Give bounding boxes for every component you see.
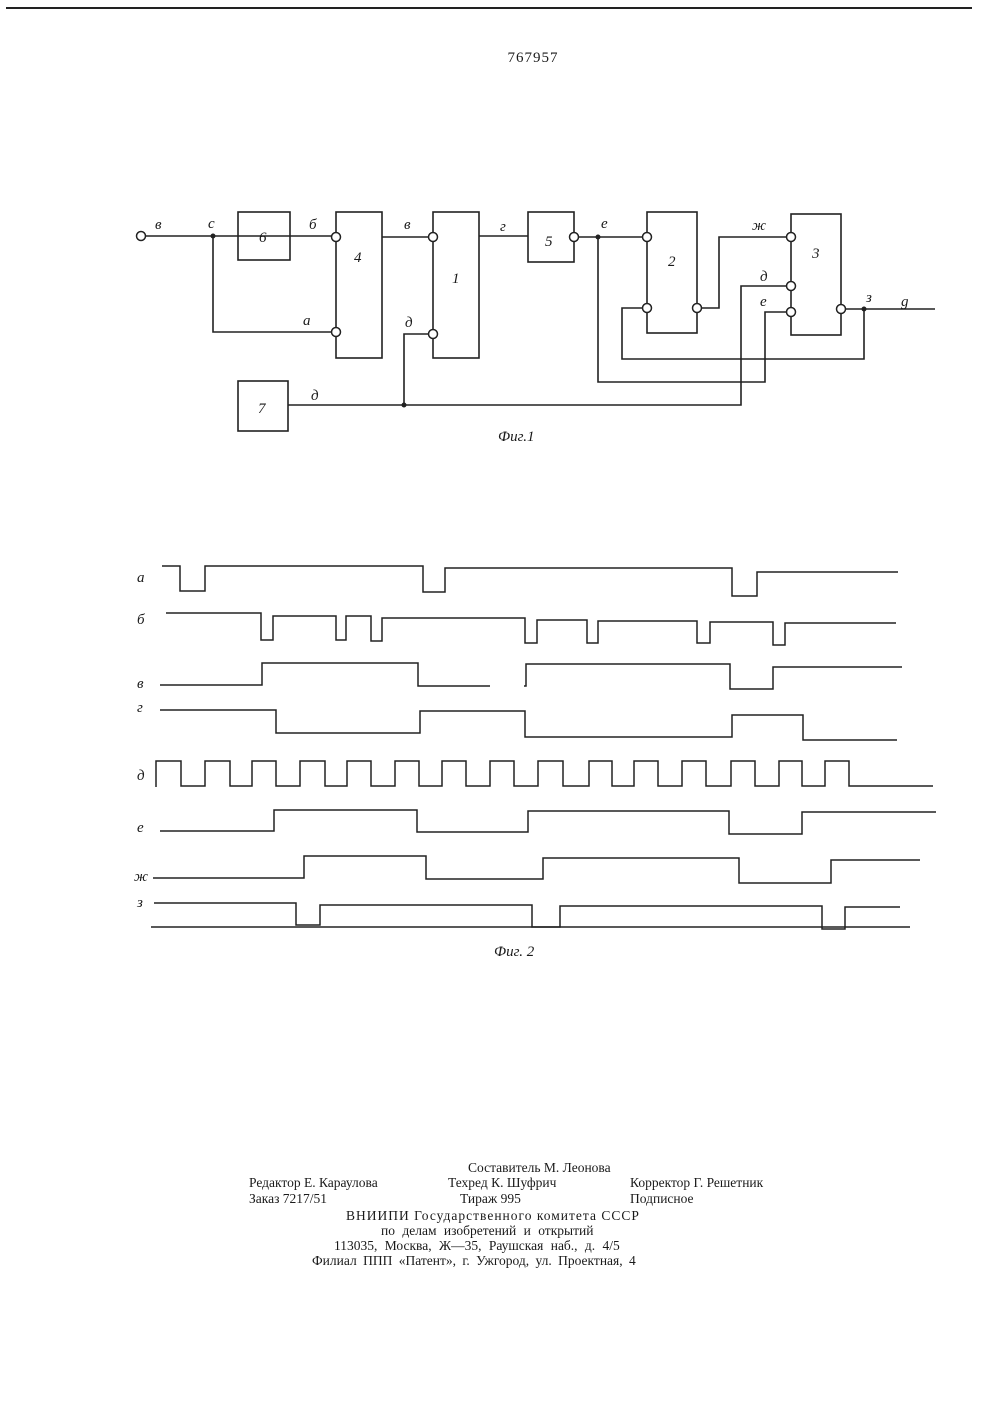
imprint-order: Заказ 7217/51 — [249, 1191, 327, 1207]
label-input: в — [155, 217, 162, 233]
signal-d-label: д — [137, 768, 145, 784]
label-c: с — [208, 216, 215, 232]
wave-zh — [153, 856, 920, 883]
label-d-7: д — [311, 388, 319, 404]
signal-a-label: а — [137, 570, 145, 586]
imprint-org-1: ВНИИПИ Государственного комитета СССР — [346, 1208, 640, 1224]
block-3 — [791, 214, 841, 335]
label-v: в — [404, 217, 411, 233]
label-z: з — [865, 290, 872, 306]
label-e-3: е — [760, 294, 767, 310]
block-7-label: 7 — [258, 401, 267, 417]
block-1-label: 1 — [452, 271, 460, 287]
figure-1-caption: Фиг.1 — [498, 429, 534, 445]
drawing: 6 4 1 5 2 3 7 в с б а в д г е ж д е з g … — [0, 0, 1000, 1000]
wave-v-2 — [524, 664, 902, 689]
wave-d — [156, 761, 933, 787]
label-e: е — [601, 216, 608, 232]
imprint-subscription: Подписное — [630, 1191, 694, 1207]
signal-b-label: б — [137, 612, 145, 628]
block-2-label: 2 — [668, 254, 676, 270]
label-a: а — [303, 313, 311, 329]
wave-e — [160, 810, 936, 834]
label-d-1: д — [405, 315, 413, 331]
wire-d — [288, 286, 791, 405]
wave-v — [160, 663, 490, 686]
block-5-label: 5 — [545, 234, 553, 250]
wave-g — [160, 710, 897, 740]
signal-e-label: е — [137, 820, 144, 836]
label-b: б — [309, 217, 317, 233]
figure-2-caption: Фиг. 2 — [494, 944, 535, 960]
wire-c-a — [213, 236, 336, 332]
imprint-compiler: Составитель М. Леонова — [468, 1160, 611, 1176]
wave-z — [154, 903, 900, 929]
imprint-editor: Редактор Е. Караулова — [249, 1175, 378, 1191]
wire-zh — [697, 237, 791, 308]
label-zh: ж — [752, 218, 766, 234]
imprint-address: 113035, Москва, Ж—35, Раушская наб., д. … — [334, 1238, 620, 1254]
block-6-label: 6 — [259, 230, 267, 246]
imprint-techred: Техред К. Шуфрич — [448, 1175, 556, 1191]
block-3-label: 3 — [811, 246, 820, 262]
label-out: g — [901, 294, 909, 310]
signal-zh-label: ж — [134, 869, 148, 885]
block-4 — [336, 212, 382, 358]
label-g: г — [500, 219, 506, 235]
imprint-corrector: Корректор Г. Решетник — [630, 1175, 763, 1191]
block-2 — [647, 212, 697, 333]
signal-z-label: з — [136, 895, 143, 911]
wave-a — [162, 566, 898, 596]
signal-g-label: г — [137, 700, 143, 716]
block-4-label: 4 — [354, 250, 362, 266]
signal-v-label: в — [137, 676, 144, 692]
imprint-circulation: Тираж 995 — [460, 1191, 521, 1207]
wave-b — [166, 613, 896, 645]
label-d-3: д — [760, 269, 768, 285]
imprint-org-2: по делам изобретений и открытий — [381, 1223, 593, 1239]
imprint-branch: Филиал ППП «Патент», г. Ужгород, ул. Про… — [312, 1253, 636, 1269]
wire-d-1 — [404, 334, 433, 405]
